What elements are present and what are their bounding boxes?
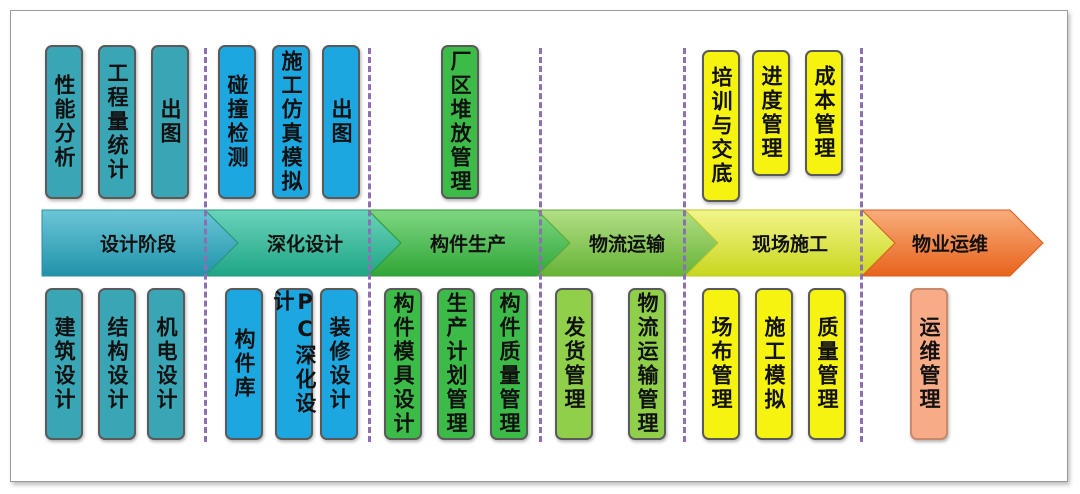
card-shipping-management: 发货管理 (555, 288, 593, 440)
card-quality-management-production: 构件质量管理 (490, 288, 528, 440)
card-progress-management: 进度管理 (752, 50, 790, 176)
card-structural-design: 结构设计 (98, 288, 136, 440)
card-decoration-design: 装修设计 (320, 288, 358, 440)
card-cost-management: 成本管理 (805, 50, 843, 176)
card-architectural-design: 建筑设计 (45, 288, 83, 440)
card-operations-management: 运维管理 (910, 288, 948, 440)
stage-arrow-ops (860, 209, 1044, 277)
stage-label-detail: 深化设计 (266, 233, 344, 256)
card-training-briefing: 培训与交底 (702, 50, 740, 202)
card-construction-simulation-site: 施工模拟 (755, 288, 793, 440)
stage-label-site: 现场施工 (751, 233, 829, 256)
card-pc-detailed-design: PC深化设计 (271, 288, 317, 440)
stage-divider (368, 48, 371, 442)
card-production-plan: 生产计划管理 (437, 288, 475, 440)
stage-label-ops: 物业运维 (911, 233, 989, 256)
card-mold-design: 构件模具设计 (384, 288, 422, 440)
card-drawing-output-detail: 出图 (322, 45, 360, 199)
stage-label-production: 构件生产 (429, 233, 507, 256)
card-quality-management-site: 质量管理 (808, 288, 846, 440)
card-mep-design: 机电设计 (147, 288, 185, 440)
card-site-layout: 场布管理 (702, 288, 740, 440)
stage-label-design: 设计阶段 (99, 233, 177, 256)
stage-divider (860, 48, 863, 442)
card-quantity-statistics: 工程量统计 (98, 45, 136, 199)
card-construction-simulation: 施工仿真模拟 (272, 45, 310, 199)
card-logistics-management: 物流运输管理 (628, 288, 666, 440)
card-component-library: 构件库 (225, 288, 263, 440)
stage-divider (204, 48, 207, 442)
card-clash-detection: 碰撞检测 (218, 45, 256, 199)
card-performance-analysis: 性能分析 (45, 45, 83, 199)
stage-divider (539, 48, 542, 442)
card-yard-storage: 厂区堆放管理 (441, 45, 479, 199)
card-drawing-output: 出图 (151, 45, 189, 199)
stage-divider (683, 48, 686, 442)
stage-label-logistics: 物流运输 (588, 233, 666, 256)
